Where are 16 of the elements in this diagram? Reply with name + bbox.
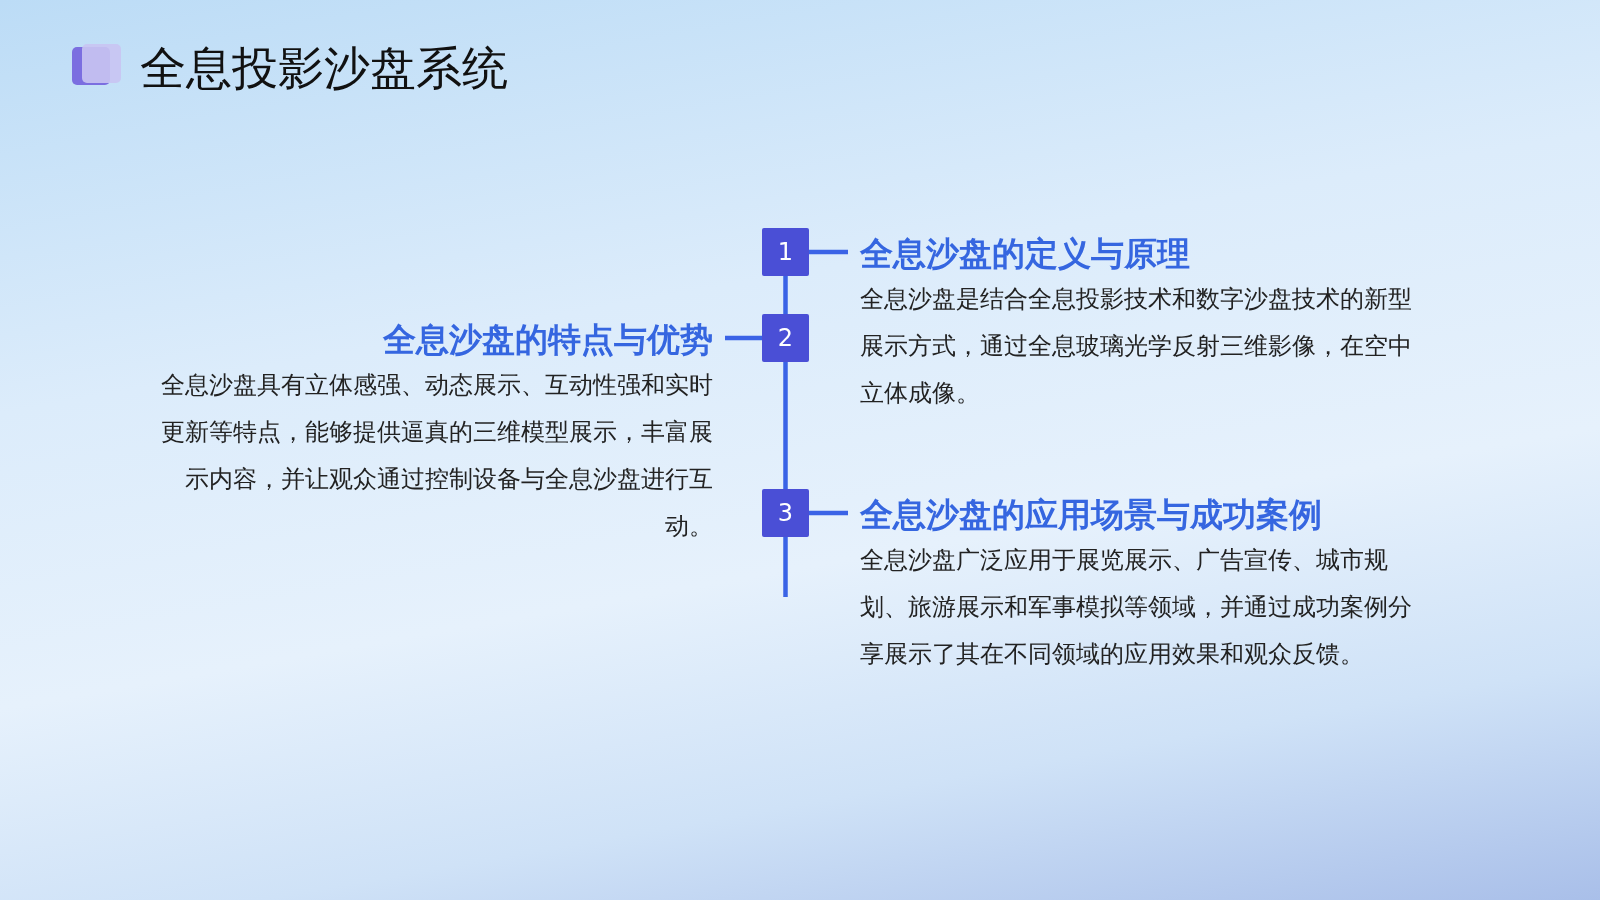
connector-line (783, 537, 788, 597)
section-text: 全息沙盘广泛应用于展览展示、广告宣传、城市规划、旅游展示和军事模拟等领域，并通过成功案例分享展示了其在不同领域的应用效果和观众反馈。 (860, 545, 1413, 670)
connector-line (783, 276, 788, 314)
section-heading: 全息沙盘的特点与优势 (382, 319, 713, 361)
connector-line (783, 362, 788, 489)
connector-line (725, 335, 762, 341)
section-text: 全息沙盘具有立体感强、动态展示、互动性强和实时更新等特点，能够提供逼真的三维模型展示，丰富展示内容，并让观众通过控制设备与全息沙盘进行互动。 (160, 370, 713, 542)
number-badge: 3 (762, 489, 809, 537)
number-badge: 1 (762, 228, 809, 276)
section-heading: 全息沙盘的应用场景与成功案例 (860, 494, 1323, 536)
section-heading: 全息沙盘的定义与原理 (860, 233, 1191, 275)
connector-line (809, 510, 848, 516)
title: 全息投影沙盘系统 (140, 40, 508, 97)
section-text: 全息沙盘是结合全息投影技术和数字沙盘技术的新型展示方式，通过全息玻璃光学反射三维影像，在空中立体成像。 (860, 284, 1413, 409)
number-badge: 2 (762, 314, 809, 362)
connector-line (809, 249, 848, 255)
